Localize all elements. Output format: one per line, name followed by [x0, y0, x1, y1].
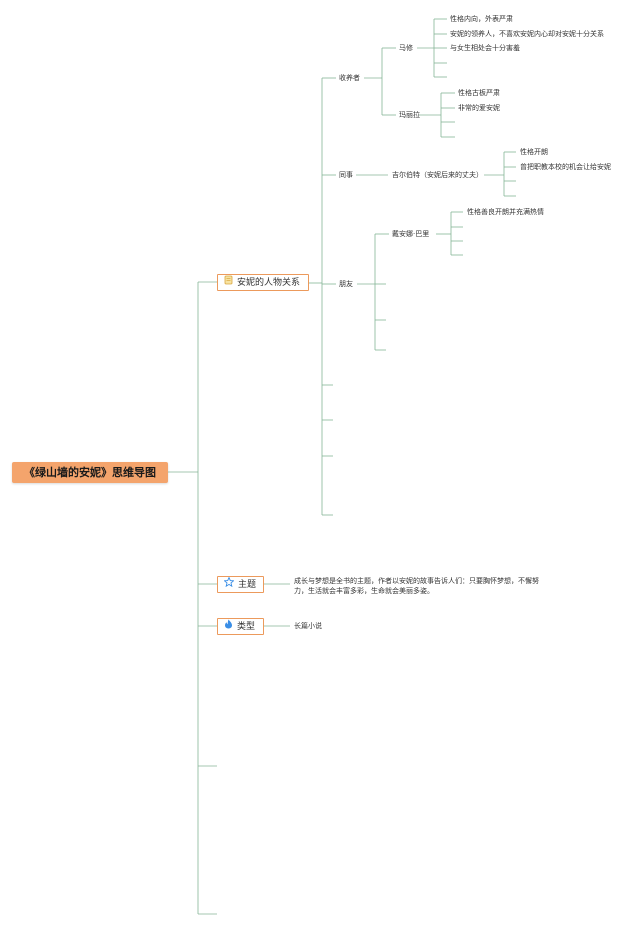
marilla-trait-1[interactable]: 性格古板严肃 [458, 89, 500, 97]
gilbert-trait-2[interactable]: 曾把职教本校的机会让给安妮 [520, 163, 611, 171]
branch-relations-label: 安妮的人物关系 [237, 278, 301, 288]
node-diana[interactable]: 戴安娜·巴里 [392, 230, 430, 238]
node-matthew[interactable]: 马修 [399, 44, 413, 52]
node-marilla[interactable]: 玛丽拉 [399, 111, 420, 119]
node-gilbert[interactable]: 吉尔伯特（安妮后来的丈夫） [392, 171, 483, 179]
genre-text[interactable]: 长篇小说 [294, 622, 322, 630]
star-icon [223, 576, 235, 594]
node-adopters[interactable]: 收养者 [339, 74, 360, 82]
branch-theme[interactable]: 主题 [217, 576, 264, 593]
diana-trait-1[interactable]: 性格善良开朗并充满热情 [467, 208, 544, 216]
branch-genre-label: 类型 [237, 622, 256, 632]
flame-icon [224, 619, 233, 636]
marilla-trait-2[interactable]: 非常的爱安妮 [458, 104, 500, 112]
gilbert-trait-1[interactable]: 性格开朗 [520, 148, 548, 156]
node-friends[interactable]: 朋友 [339, 280, 353, 288]
matthew-trait-2[interactable]: 安妮的领养人，不喜欢安妮内心却对安妮十分关系 [450, 30, 604, 38]
matthew-trait-3[interactable]: 与女生相处会十分害羞 [450, 44, 520, 52]
branch-relations[interactable]: 安妮的人物关系 [217, 274, 309, 291]
root-topic[interactable]: 《绿山墙的安妮》思维导图 [12, 462, 168, 483]
node-colleague[interactable]: 同事 [339, 171, 353, 179]
matthew-trait-1[interactable]: 性格内向，外表严肃 [450, 15, 513, 23]
theme-text[interactable]: 成长与梦想是全书的主题，作者以安妮的故事告诉人们：只要胸怀梦想，不懈努力，生活就… [294, 577, 539, 595]
branch-theme-label: 主题 [238, 580, 257, 590]
doc-icon [224, 275, 233, 292]
branch-genre[interactable]: 类型 [217, 618, 264, 635]
